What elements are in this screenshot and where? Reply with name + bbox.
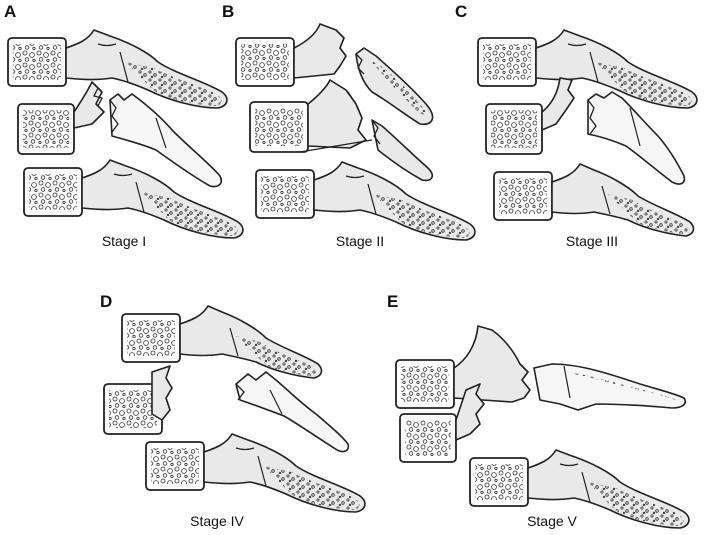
stage-label: Stage III <box>566 233 618 249</box>
stage-label: Stage IV <box>190 513 244 529</box>
panel-letter: E <box>387 292 398 311</box>
panel-letter: A <box>4 2 16 21</box>
panel-c: C Stage III <box>455 2 698 249</box>
panel-d: D Stage IV <box>100 292 366 529</box>
stage-label: Stage II <box>336 233 384 249</box>
panel-b: B Stage II <box>222 2 476 249</box>
panel-letter: D <box>100 292 112 311</box>
panel-a: A Stage I <box>4 2 244 249</box>
panel-e: E Stage V <box>387 292 690 529</box>
stage-label: Stage V <box>527 513 577 529</box>
stage-label: Stage I <box>102 233 146 249</box>
panel-letter: B <box>222 2 234 21</box>
panel-letter: C <box>455 2 467 21</box>
